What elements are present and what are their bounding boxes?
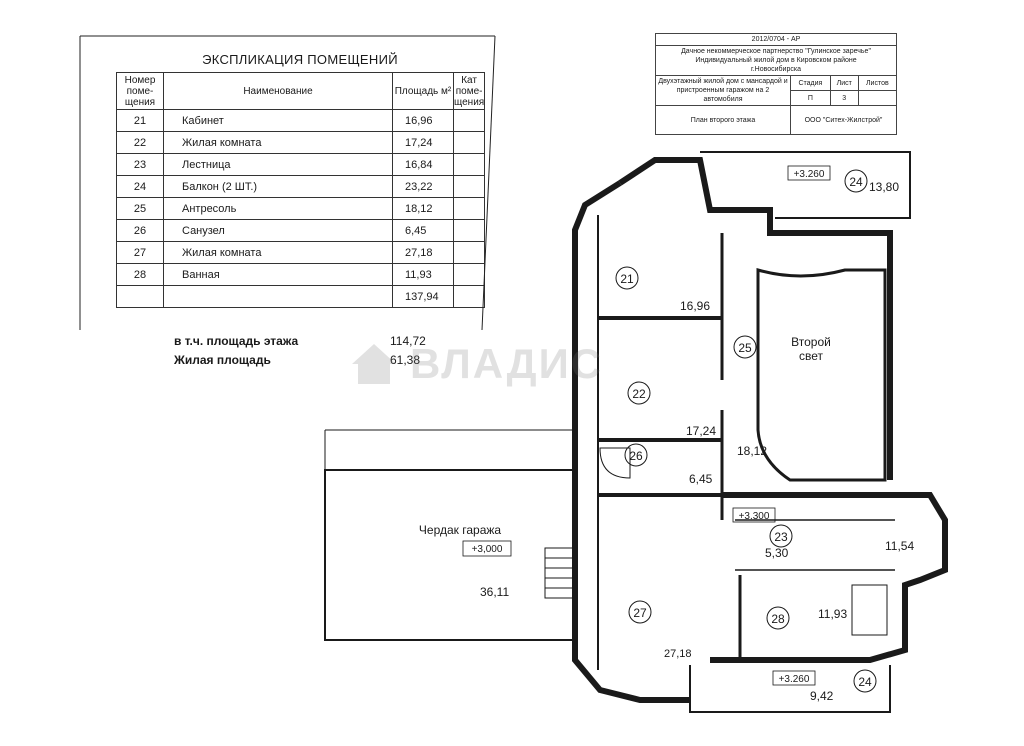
room-24b-area: 9,42: [810, 689, 834, 703]
watermark-logo-icon: [352, 344, 396, 384]
living-area-label: Жилая площадь: [174, 353, 271, 367]
watermark-text: ВЛАДИС: [410, 340, 604, 387]
explication-title: ЭКСПЛИКАЦИЯ ПОМЕЩЕНИЙ: [202, 52, 398, 67]
stair-wall: [710, 492, 948, 663]
room-26-number: 26: [629, 449, 643, 463]
room-name-cell: Жилая комната: [163, 131, 393, 154]
floor-area-label: в т.ч. площадь этажа: [174, 334, 299, 348]
garage-stairs: [544, 547, 576, 599]
living-area-value: 61,38: [390, 353, 421, 367]
room-28-number: 28: [771, 612, 785, 626]
total-area: 137,94: [392, 285, 454, 308]
room-27-number: 27: [633, 606, 647, 620]
stamp-org-line2: Индивидуальный жилой дом в Кировском рай…: [695, 57, 857, 64]
room-26-area: 6,45: [689, 472, 713, 486]
total-cat-cell: [452, 285, 486, 308]
room-area-cell: 18,12: [392, 197, 454, 220]
table-total-row: 137,94: [116, 285, 486, 308]
room-21-area: 16,96: [680, 299, 710, 313]
balcony-24-top: [700, 151, 911, 219]
title-block: 2012/0704 - АР Дачное некоммерческое пар…: [655, 33, 898, 135]
room-area-cell: 16,96: [392, 109, 454, 132]
bathtub-28: [851, 584, 888, 636]
room-25-number: 25: [738, 341, 752, 355]
stair-area: 11,54: [885, 539, 914, 553]
room-area-cell: 6,45: [392, 219, 454, 242]
room-area-cell: 16,84: [392, 153, 454, 176]
garage-area: 36,11: [480, 585, 509, 599]
floor-area-value: 114,72: [390, 334, 426, 348]
garage-title: Чердак гаража: [419, 523, 501, 537]
header-category: Кат поме-щения: [452, 72, 486, 110]
room-21-number: 21: [620, 272, 634, 286]
room-area-cell: 17,24: [392, 131, 454, 154]
header-name: Наименование: [163, 72, 393, 110]
stamp-org-line1: Дачное некоммерческое партнерство "Гулин…: [681, 48, 871, 55]
garage-attic: [324, 469, 576, 641]
room-28-area: 11,93: [818, 607, 847, 621]
stamp-company: ООО "Ситех-Жилстрой": [790, 105, 897, 135]
outer-wall-left: [572, 180, 690, 703]
header-number: Номер поме-щения: [116, 72, 164, 110]
stamp-plan-title: План второго этажа: [655, 105, 791, 135]
room-22-area: 17,24: [686, 424, 716, 438]
stamp-org-line3: г.Новосибирска: [751, 66, 801, 73]
room-24a-number: 24: [849, 175, 863, 189]
explication-table: Номер поме-щения Наименование Площадь м²…: [116, 72, 486, 308]
hall-level: +3.300: [739, 511, 770, 522]
outer-wall: [618, 157, 893, 480]
room-24b-number: 24: [858, 675, 872, 689]
room-area-cell: 11,93: [392, 263, 454, 286]
room-24a-area: 13,80: [869, 180, 899, 194]
second-light-label-1: Второй: [791, 335, 831, 349]
room-24b-level: +3.260: [779, 674, 810, 685]
balcony-24-bottom: [689, 665, 891, 713]
room-number-cell: 21: [116, 109, 164, 132]
room-23-number: 23: [774, 530, 788, 544]
room-22-number: 22: [632, 387, 646, 401]
room-27-area: 27,18: [664, 648, 692, 660]
room-23-area: 5,30: [765, 546, 789, 560]
room-24a-level: +3.260: [794, 169, 825, 180]
garage-level: +3,000: [472, 544, 503, 555]
room-25-area: 18,12: [737, 444, 767, 458]
second-light-label-2: свет: [799, 349, 824, 363]
second-light-void: [756, 268, 887, 482]
shower-26: [599, 447, 631, 479]
